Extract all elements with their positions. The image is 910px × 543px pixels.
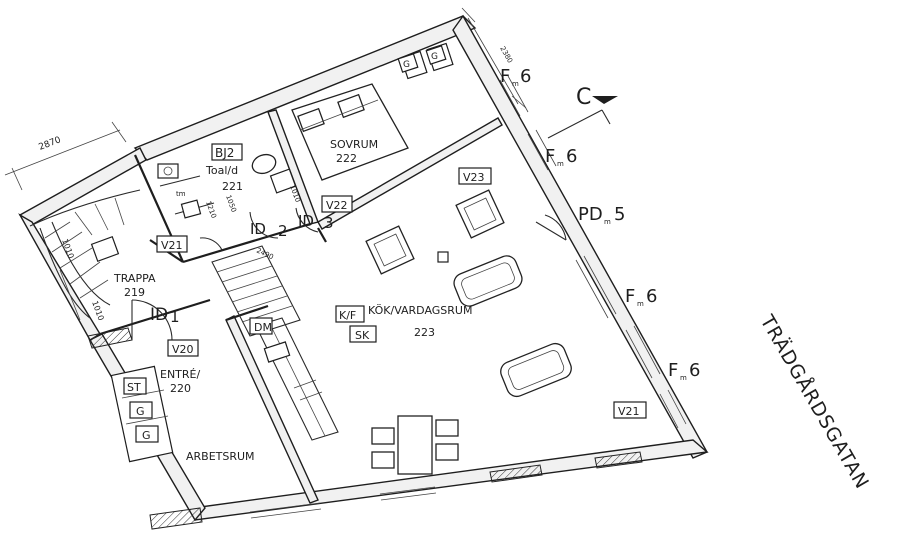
window-f2: F — [545, 146, 555, 167]
armchairs — [365, 189, 505, 275]
section-marker: C — [547, 85, 618, 139]
dimension-lines — [4, 7, 527, 321]
section-letter: C — [576, 85, 591, 110]
room-toalett-name: Toal/d — [205, 164, 238, 177]
sink — [157, 163, 179, 179]
tag-boxes — [123, 45, 647, 443]
tag-id1: ID — [150, 305, 168, 325]
room-trappa-number: 219 — [124, 286, 145, 299]
window-f4-sub: m — [680, 374, 687, 382]
tag-bj2: BJ2 — [215, 146, 234, 160]
window-pd-num: 5 — [614, 204, 625, 225]
tag-v21-stair: V21 — [161, 239, 183, 252]
window-pd-sub: m — [604, 218, 611, 226]
tag-v23: V23 — [463, 171, 485, 184]
street-name: TRÄDGÅRDSGATAN — [755, 310, 874, 493]
window-f3-sub: m — [637, 300, 644, 308]
stair-219 — [29, 189, 141, 319]
dim-top-right: 2380 — [498, 45, 514, 64]
washbasin — [269, 168, 297, 194]
window-f4-num: 6 — [689, 360, 700, 381]
doors — [131, 207, 567, 341]
window-f1-num: 6 — [520, 66, 531, 87]
dining-set — [371, 415, 459, 475]
tag-g1: G — [136, 405, 145, 418]
room-kok-name: KÖK/VARDAGSRUM — [368, 304, 472, 317]
bed — [291, 83, 409, 181]
tag-g2: G — [142, 429, 151, 442]
tag-v21-right: V21 — [618, 405, 640, 418]
window-f1-sub: m — [512, 80, 519, 88]
window-f3: F — [625, 286, 635, 307]
tag-id2: ID — [250, 220, 266, 238]
tag-g3: G — [403, 60, 410, 70]
window-f4: F — [668, 360, 678, 381]
room-kok-number: 223 — [414, 326, 435, 339]
tag-id3: ID — [298, 212, 314, 230]
room-sovrum-name: SOVRUM — [330, 138, 378, 151]
bottom-wall-windows — [249, 486, 437, 519]
dim-bath-d: 1210 — [204, 200, 218, 219]
right-wall-windows — [499, 75, 687, 429]
kitchen-counter — [255, 317, 339, 441]
interior-walls — [99, 109, 503, 504]
tag-g4: G — [431, 52, 438, 62]
dim-bath-a: 1050 — [224, 194, 238, 213]
tag-sk: SK — [355, 329, 370, 342]
sofas — [453, 255, 572, 398]
bathroom-fixtures — [157, 153, 297, 219]
window-f2-sub: m — [557, 160, 564, 168]
dim-top-left: 2870 — [37, 135, 62, 153]
window-f3-num: 6 — [646, 286, 657, 307]
room-entre-number: 220 — [170, 382, 191, 395]
toilet — [251, 153, 277, 175]
window-pd: PD — [578, 204, 603, 225]
tag-id2-num: 2 — [278, 222, 288, 240]
room-arbetsrum-name: ARBETSRUM — [186, 450, 255, 463]
room-trappa-name: TRAPPA — [113, 272, 156, 285]
dim-stair-a: 1010 — [60, 238, 75, 260]
dim-stair-b: 1010 — [90, 300, 105, 322]
window-f1: F — [500, 66, 510, 87]
tag-id1-num: 1 — [170, 308, 180, 326]
tag-v20: V20 — [172, 343, 194, 356]
tag-dm: DM — [254, 321, 272, 334]
tag-tm: tm — [176, 190, 186, 198]
tag-id3-num: 3 — [324, 214, 334, 232]
room-sovrum-number: 222 — [336, 152, 357, 165]
tag-kf: K/F — [339, 309, 356, 322]
room-entre-name: ENTRÉ/ — [160, 368, 200, 381]
tag-st: ST — [127, 381, 141, 394]
window-f2-num: 6 — [566, 146, 577, 167]
tag-v22: V22 — [326, 199, 348, 212]
room-toalett-number: 221 — [222, 180, 243, 193]
